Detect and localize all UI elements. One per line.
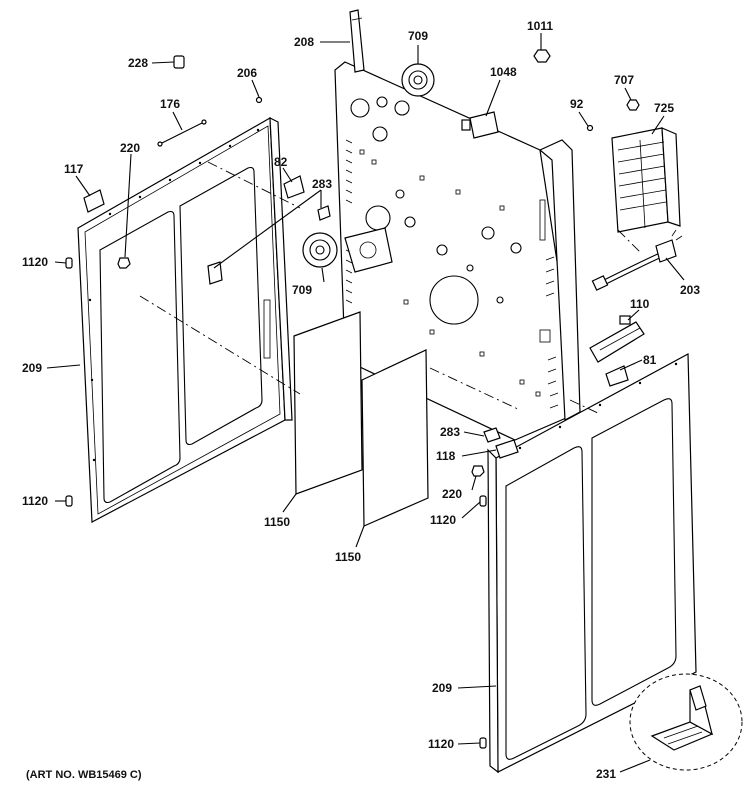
bearing-709-top [401,63,435,97]
callout-1150: 1150 [335,550,361,564]
callout-1048: 1048 [490,65,517,79]
chassis-perforations [359,149,551,397]
callout-118: 118 [436,449,456,463]
callout-1120: 1120 [22,494,48,508]
callout-1011: 1011 [527,19,553,33]
callout-231: 231 [596,767,616,781]
callout-labels: 228 206 176 220 117 82 283 1120 709 209 … [22,19,700,781]
switch-110 [589,315,645,363]
hinge-118 [495,439,519,459]
callout-82: 82 [274,155,288,169]
callout-707: 707 [614,73,634,87]
clip-283-right [483,427,501,443]
callout-1150: 1150 [264,515,290,529]
callout-81: 81 [643,353,657,367]
clip-228 [173,55,185,69]
callout-220: 220 [442,487,462,501]
nut-707 [626,99,640,111]
callout-110: 110 [630,297,650,311]
plug-1120-a [65,257,73,269]
insulation-sheet-1150-a [293,311,363,495]
clip-283-left [317,205,331,221]
alignment-lines [139,161,641,415]
plug-1120-c [479,495,487,507]
clip-283-chassis [207,261,223,285]
callout-209: 209 [22,361,42,375]
screw-206 [255,96,263,104]
chassis-right-louvers [545,256,559,409]
bracket-1048 [461,111,499,139]
callout-1120: 1120 [430,513,456,527]
right-panel-screw-holes [518,362,678,450]
power-cord-203 [591,229,683,291]
callout-117: 117 [64,162,84,176]
terminal-block-725 [611,127,681,233]
bracket-82 [283,175,305,199]
callout-283: 283 [440,425,460,439]
plug-1120-b [65,495,73,507]
hinge-117 [83,189,105,213]
bearing-709-left [302,232,338,268]
screw-92 [586,124,594,132]
callout-709: 709 [408,29,428,43]
callout-206: 206 [237,66,257,80]
callout-228: 228 [128,56,148,70]
rod-176 [157,119,207,147]
nut-1011 [533,49,551,63]
left-side-panel [77,116,293,523]
insulation-sheet-1150-b [361,349,429,527]
right-side-panel [487,353,697,774]
leader-lines [46,33,685,773]
nut-220-right [471,465,485,477]
callout-1120: 1120 [22,255,48,269]
nut-220-left [117,257,131,269]
rear-chassis [334,9,581,441]
callout-203: 203 [680,283,700,297]
hinge-81 [605,365,629,387]
left-panel-screw-holes [88,128,260,462]
callout-1120: 1120 [428,737,454,751]
callout-220: 220 [120,141,140,155]
callout-176: 176 [160,97,180,111]
callout-92: 92 [570,97,584,111]
plug-1120-d [479,737,487,749]
callout-283: 283 [312,177,332,191]
inset-bracket-231 [629,673,743,771]
callout-725: 725 [654,101,674,115]
callout-709: 709 [292,283,312,297]
callout-209: 209 [432,681,452,695]
art-number: (ART NO. WB15469 C) [26,769,142,781]
callout-208: 208 [294,35,314,49]
